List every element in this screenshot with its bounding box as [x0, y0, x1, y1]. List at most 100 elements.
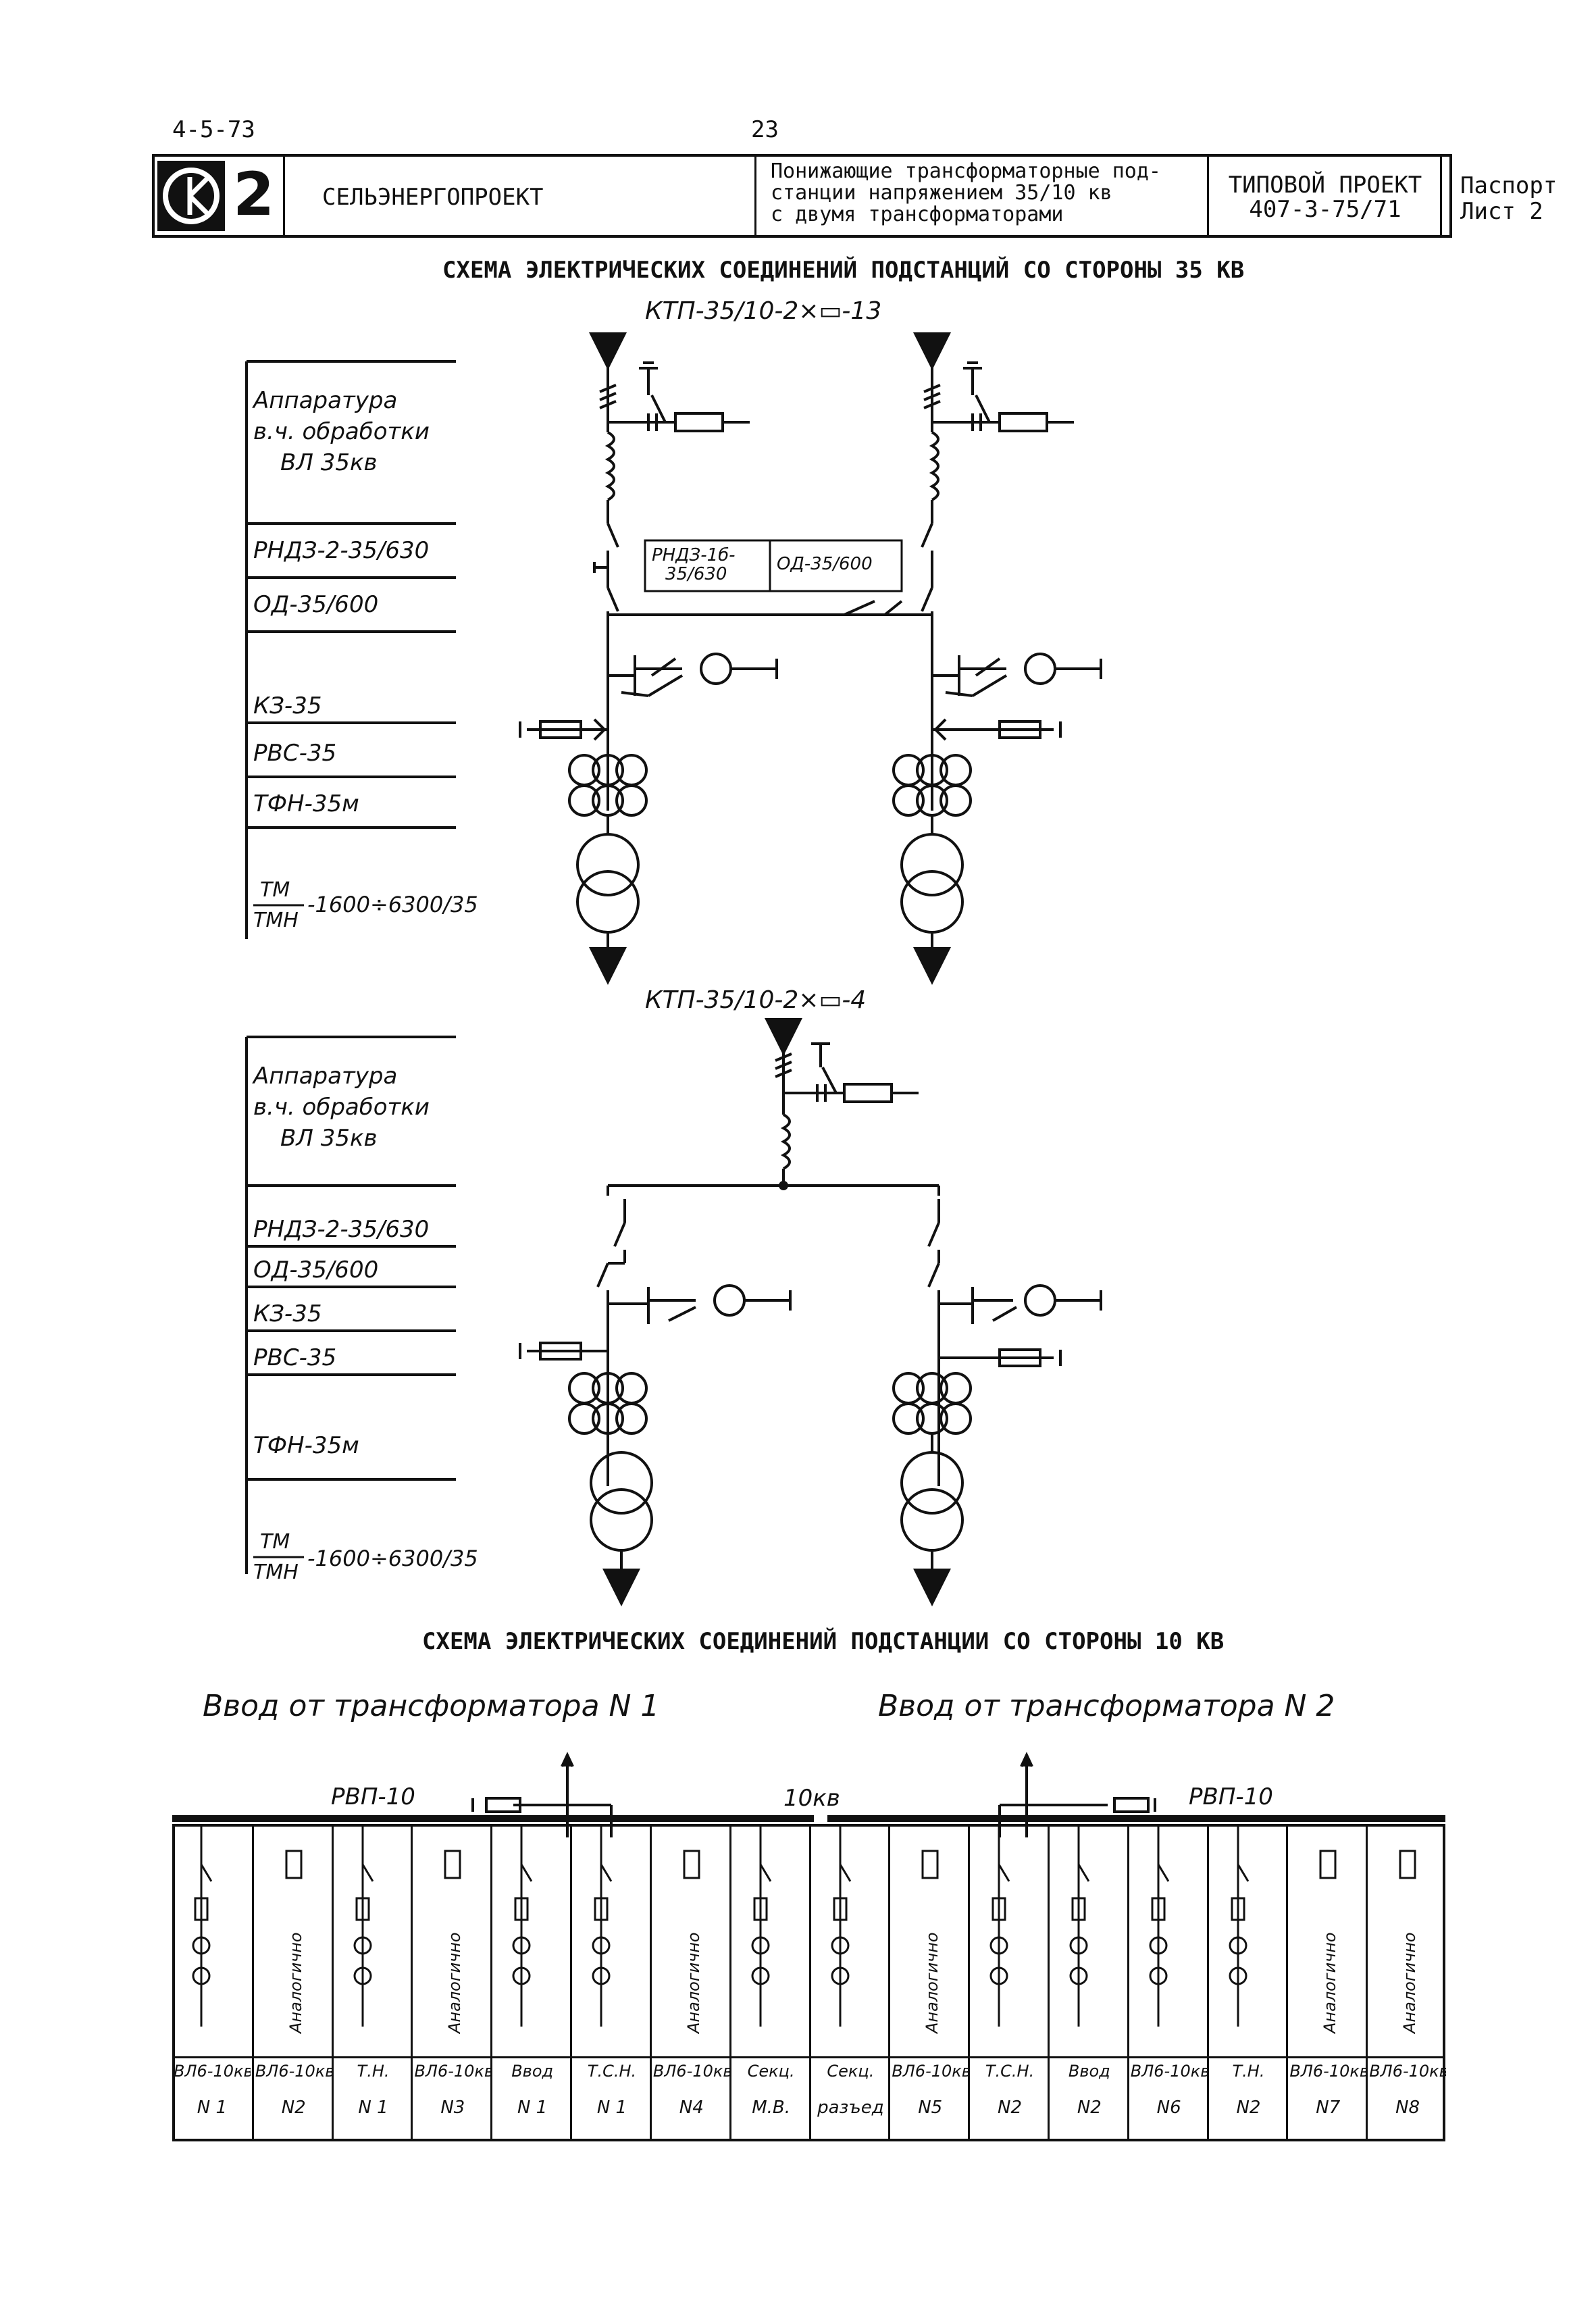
section35-title: СХЕМА ЭЛЕКТРИЧЕСКИХ СОЕДИНЕНИЙ ПОДСТАНЦИ… [442, 257, 1245, 284]
page-code: 4-5-73 [172, 116, 255, 143]
scheme1-rnd-label: РНДЗ-2-35/630 [253, 537, 430, 564]
scheme2-label-table [245, 1036, 456, 1574]
cell-symbol [1399, 1850, 1416, 1879]
scheme1-tm-rating: -1600÷6300/35 [307, 892, 478, 917]
description-line-1: Понижающие трансформаторные под- [771, 159, 1161, 183]
cell-number: N8 [1395, 2098, 1420, 2118]
cell-number: N4 [679, 2098, 704, 2118]
cell-symbol [192, 1824, 213, 2027]
scheme2-hf-label: Аппаратура в.ч. обработки ВЛ 35кв [253, 1061, 430, 1154]
cell-name: Ввод [1068, 2062, 1110, 2081]
scheme2-kz-label: КЗ-35 [253, 1300, 322, 1327]
cell-number: N7 [1316, 2098, 1341, 2118]
cell-number: N2 [1077, 2098, 1102, 2118]
scheme1-tm-den: ТМН [253, 909, 299, 932]
scheme2-rvs-label: РВС-35 [253, 1344, 337, 1371]
sheet-cell: Паспорт Лист 2 [1440, 157, 1585, 235]
cell-name: ВЛ6-10кв [1369, 2062, 1446, 2081]
cell-column: Т.Н. N 1 [331, 1824, 411, 2141]
cell-symbol [285, 1850, 303, 1879]
cell-number: М.В. [752, 2098, 790, 2118]
cell-name: Т.С.Н. [587, 2062, 637, 2081]
scheme1-hf-label: Аппаратура в.ч. обработки ВЛ 35кв [253, 385, 430, 478]
cell-number: N 1 [358, 2098, 388, 2118]
section10-title: СХЕМА ЭЛЕКТРИЧЕСКИХ СОЕДИНЕНИЙ ПОДСТАНЦИ… [422, 1628, 1225, 1655]
cell-name: ВЛ6-10кв [1289, 2062, 1367, 2081]
cell-column: Секц.разъед [808, 1824, 889, 2141]
scheme2-subtitle: КТП-35/10-2×▭-4 [645, 986, 867, 1014]
scheme1-kz-label: КЗ-35 [253, 692, 322, 719]
bus-label: 10кв [783, 1785, 840, 1812]
cell-name: Т.Н. [357, 2062, 390, 2081]
logo-mark [157, 161, 225, 231]
cell-number: N 1 [197, 2098, 228, 2118]
cell-column: Т.Н.N2 [1206, 1824, 1287, 2141]
rvp-right-label: РВП-10 [1189, 1783, 1273, 1810]
scheme1-bridge [644, 539, 903, 616]
scheme1-bridge-label-1a: РНДЗ-1б- [652, 545, 736, 565]
analog-label: Аналогично [923, 1932, 942, 2033]
analog-label: Аналогично [1320, 1932, 1340, 2033]
scheme2-tm-rating: -1600÷6300/35 [307, 1546, 478, 1571]
cell-symbol [989, 1824, 1010, 2027]
scheme1-right-feeder [892, 332, 1102, 985]
scheme1-bridge-label-2: ОД-35/600 [777, 554, 873, 574]
analog-label: Аналогично [684, 1932, 703, 2033]
org-cell: СЕЛЬЭНЕРГОПРОЕКТ [283, 157, 756, 235]
cell-number: N3 [440, 2098, 465, 2118]
scheme1-hf-line-3: ВЛ 35кв [280, 449, 378, 476]
cell-name: Т.С.Н. [985, 2062, 1035, 2081]
description: Понижающие трансформаторные под- станции… [771, 161, 1161, 226]
scheme2-rnd-label: РНДЗ-2-35/630 [253, 1216, 430, 1243]
project-cell: ТИПОВОЙ ПРОЕКТ 407-3-75/71 [1207, 157, 1442, 235]
logo-cell: 2 [155, 157, 285, 235]
sheet-line-2: Лист 2 [1460, 198, 1543, 225]
cell-symbol [512, 1824, 533, 2027]
cell-column: Т.С.Н. N2 [968, 1824, 1048, 2141]
scheme2-left-branch [519, 1199, 792, 1606]
scheme1-hf-line-1: Аппаратура [253, 387, 398, 414]
cell-number: N 1 [517, 2098, 548, 2118]
scheme2-od-label: ОД-35/600 [253, 1256, 379, 1283]
analog-label: Аналогично [286, 1932, 305, 2033]
cell-name: Т.Н. [1232, 2062, 1265, 2081]
logo-digit: 2 [233, 159, 275, 229]
cell-symbol [1149, 1824, 1170, 2027]
cell-number: N2 [998, 2098, 1023, 2118]
scheme1-left-feeder [519, 332, 932, 985]
cell-symbol [353, 1824, 374, 2027]
scheme1-od-label: ОД-35/600 [253, 591, 379, 618]
scheme1-tfn-label: ТФН-35м [253, 790, 359, 817]
cell-symbol [592, 1824, 613, 2027]
project-line-1: ТИПОВОЙ ПРОЕКТ [1228, 172, 1422, 199]
scheme2-hf-line-3: ВЛ 35кв [280, 1125, 378, 1152]
cell-name: ВЛ6-10кв [1130, 2062, 1208, 2081]
scheme1-hf-line-2: в.ч. обработки [253, 418, 430, 445]
cell-symbol [751, 1824, 771, 2027]
logo-ck-icon [163, 168, 220, 224]
scheme1-label-table [245, 360, 456, 939]
cell-number: N 1 [596, 2098, 627, 2118]
cell-symbol [683, 1850, 700, 1879]
cell-name: ВЛ6-10кв [174, 2062, 251, 2081]
analog-label: Аналогично [445, 1932, 465, 2033]
description-cell: Понижающие трансформаторные под- станции… [754, 157, 1209, 235]
description-line-3: с двумя трансформаторами [771, 203, 1064, 226]
project-id: ТИПОВОЙ ПРОЕКТ 407-3-75/71 [1227, 173, 1423, 222]
scheme1-bridge-label-1b: 35/630 [665, 564, 727, 584]
page-number: 23 [751, 116, 779, 143]
title-block: 2 СЕЛЬЭНЕРГОПРОЕКТ Понижающие трансформа… [152, 154, 1557, 238]
scheme2-tm-den: ТМН [253, 1560, 299, 1584]
cell-symbol [1069, 1824, 1090, 2027]
